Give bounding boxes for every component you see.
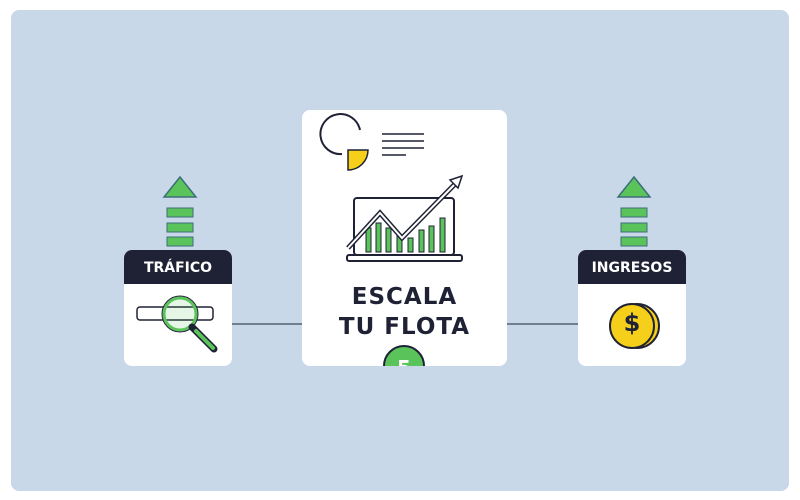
magnifier-search-icon [136, 295, 218, 353]
title-line-1: ESCALA [351, 284, 458, 310]
revenue-label: INGRESOS [578, 250, 686, 284]
traffic-card: TRÁFICO [124, 250, 232, 366]
up-arrow-icon [162, 175, 198, 247]
growth-chart-laptop-icon [319, 113, 464, 262]
up-arrow-icon [616, 175, 652, 247]
scale-fleet-card: ESCALA TU FLOTA 5 [302, 110, 507, 366]
connector-left [230, 323, 305, 325]
title-line-2: TU FLOTA [338, 314, 471, 340]
coin-symbol: $ [623, 309, 641, 337]
traffic-label: TRÁFICO [124, 250, 232, 284]
card-title: ESCALA TU FLOTA [302, 282, 507, 342]
connector-right [505, 323, 580, 325]
revenue-card: INGRESOS $ [578, 250, 686, 366]
dollar-coin-icon [609, 303, 660, 349]
step-badge: 5 [383, 345, 425, 366]
